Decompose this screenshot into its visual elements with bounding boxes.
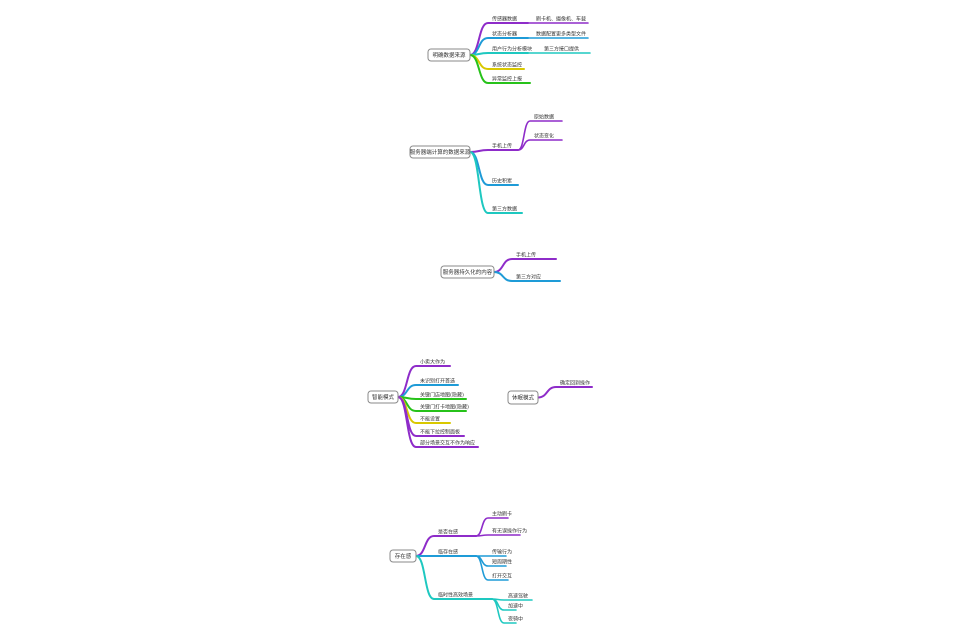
- leaf-node-label[interactable]: 短周期性: [492, 559, 512, 566]
- root-node-label[interactable]: 智能模式: [372, 393, 395, 401]
- leaf-node-label[interactable]: 状态变化: [534, 133, 554, 140]
- branch-node-label[interactable]: 临时性高效场景: [438, 592, 473, 599]
- leaf-node-label[interactable]: 高速驾驶: [508, 593, 528, 600]
- branch-node-label[interactable]: 未识别打开首选: [420, 378, 455, 385]
- branch-node-label[interactable]: 历史积累: [492, 178, 512, 185]
- leaf-connector: [475, 534, 521, 537]
- branch-node-label[interactable]: 用户行为分析模块: [492, 46, 532, 53]
- branch-connector: [537, 386, 593, 399]
- leaf-connector: [475, 555, 509, 581]
- leaf-node-label[interactable]: 传输行为: [492, 549, 512, 556]
- branch-connector: [469, 149, 519, 153]
- root-node[interactable]: [440, 265, 495, 279]
- leaf-node-label[interactable]: 主动刷卡: [492, 511, 512, 518]
- branch-node-label[interactable]: 不能下拉控制面板: [420, 429, 460, 436]
- branch-node-label[interactable]: 传感器数据: [492, 16, 517, 23]
- branch-node-label[interactable]: 手机上传: [516, 252, 536, 259]
- leaf-node-label[interactable]: 第三方接口提供: [544, 46, 579, 53]
- root-node-label[interactable]: 服务器持久化的内容: [443, 268, 493, 276]
- branch-node-label[interactable]: 系统状态监控: [492, 62, 522, 69]
- branch-node-label[interactable]: 临存在感: [438, 549, 458, 556]
- root-node[interactable]: [507, 390, 539, 405]
- root-node[interactable]: [367, 390, 399, 404]
- branch-node-label[interactable]: 手机上传: [492, 143, 512, 150]
- branch-node-label[interactable]: 是否在感: [438, 529, 458, 536]
- leaf-node-label[interactable]: 数据配置更多类型文件: [536, 31, 586, 38]
- root-node-label[interactable]: 服务器端计算的数据来源: [410, 148, 471, 156]
- branch-node-label[interactable]: 小卖大作为: [420, 359, 445, 366]
- branch-node-label[interactable]: 第三方对应: [516, 274, 541, 281]
- leaf-connector: [517, 139, 563, 151]
- branch-connector: [397, 396, 479, 448]
- leaf-node-label[interactable]: 原始数据: [534, 114, 554, 121]
- branch-connector: [493, 271, 561, 282]
- branch-node-label[interactable]: 确定回到操作: [560, 380, 590, 387]
- root-node-label[interactable]: 明确数据来源: [432, 51, 466, 59]
- leaf-node-label[interactable]: 夜骑中: [508, 616, 523, 623]
- branch-connector: [415, 555, 493, 600]
- leaf-connector: [491, 598, 517, 624]
- root-node-label[interactable]: 存在感: [395, 552, 412, 560]
- leaf-node-label[interactable]: 有无误操作行为: [492, 528, 527, 535]
- root-node-label[interactable]: 休眠模式: [512, 394, 535, 402]
- branch-node-label[interactable]: 异常监控上报: [492, 76, 522, 83]
- branch-connector: [493, 258, 557, 273]
- branch-node-label[interactable]: 部分场景交互不作为响应: [420, 440, 475, 447]
- root-node[interactable]: [409, 145, 471, 159]
- branch-node-label[interactable]: 第三方数据: [492, 206, 517, 213]
- leaf-node-label[interactable]: 刷卡机、摄像机、车载: [536, 16, 586, 23]
- branch-connector: [469, 151, 523, 214]
- branch-node-label[interactable]: 状态分析器: [492, 31, 517, 38]
- branch-connector: [469, 54, 531, 84]
- branch-node-label[interactable]: 关键门店地图(隐藏): [420, 392, 464, 399]
- branch-connector: [469, 52, 529, 56]
- branch-node-label[interactable]: 关键门打卡地图(隐藏): [420, 404, 469, 411]
- root-node[interactable]: [389, 549, 417, 563]
- leaf-node-label[interactable]: 加速中: [508, 603, 523, 610]
- leaf-node-label[interactable]: 打开交互: [492, 573, 512, 580]
- root-node[interactable]: [427, 48, 471, 62]
- branch-node-label[interactable]: 不能设置: [420, 416, 440, 423]
